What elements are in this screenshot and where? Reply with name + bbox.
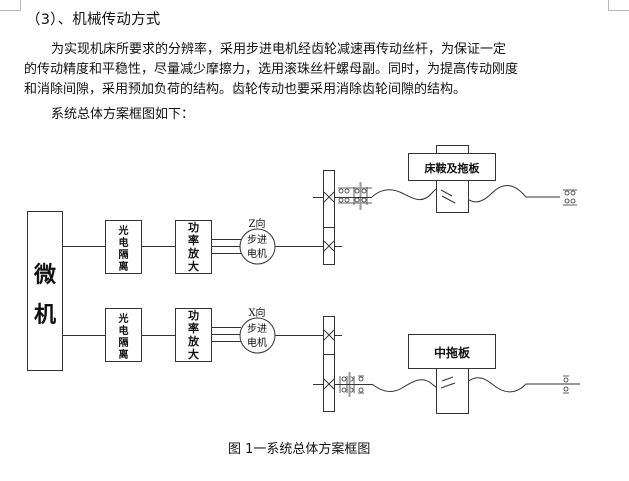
opto-char: 隔 xyxy=(119,249,129,261)
carriage-label: 中拖板 xyxy=(434,345,471,360)
power-amp-block-z: 功 率 放 大 xyxy=(175,220,212,274)
amp-char: 大 xyxy=(188,347,199,361)
power-amp-block-x: 功 率 放 大 xyxy=(175,308,212,362)
paragraph-line: 的传动精度和平稳性，尽量减少摩擦力，选用滚珠丝杆螺母副。同时，为提高传动刚度 xyxy=(24,62,519,77)
carriage-x: 中拖板 xyxy=(408,334,496,414)
amp-char: 放 xyxy=(187,334,200,348)
stepper-motor-x: X向 步进 电机 xyxy=(239,306,276,354)
diagram-intro: 系统总体方案框图如下： xyxy=(51,107,195,122)
carriage-z: 床鞍及拖板 xyxy=(408,145,496,213)
page-corner-mark xyxy=(608,0,629,11)
opto-char: 电 xyxy=(119,236,129,249)
amp-char: 功 xyxy=(188,308,199,322)
paragraph-line: 和消除间隙，采用预加负荷的结构。齿轮传动也要采用消除齿轮间隙的结构。 xyxy=(24,82,467,97)
motor-label: 电机 xyxy=(247,247,267,260)
amp-char: 功 xyxy=(188,220,199,234)
stepper-motor-z: Z向 步进 电机 xyxy=(239,217,276,265)
figure-caption: 图 1一系统总体方案框图 xyxy=(228,442,371,457)
body-paragraph: 为实现机床所要求的分辨率，采用步进电机经齿轮减速再传动丝杆，为保证一定 的传动精… xyxy=(24,40,604,100)
microcomputer-block: 微 机 xyxy=(27,211,63,371)
amp-char: 放 xyxy=(187,246,200,260)
opto-char: 离 xyxy=(119,260,129,273)
opto-char: 电 xyxy=(119,324,129,337)
opto-isolator-block-z: 光 电 隔 离 xyxy=(105,220,142,274)
bearing-z-right xyxy=(563,189,577,206)
gear-pair-z xyxy=(313,170,342,265)
carriage-label: 床鞍及拖板 xyxy=(425,161,481,175)
lead-screw-x xyxy=(371,377,580,393)
bearing-x-right xyxy=(563,375,569,394)
section-heading: （3）、机械传动方式 xyxy=(26,12,161,28)
paragraph-line: 为实现机床所要求的分辨率，采用步进电机经齿轮减速再传动丝杆，为保证一定 xyxy=(51,42,507,57)
bearing-z-left xyxy=(338,182,372,210)
opto-char: 光 xyxy=(118,224,129,237)
lower-channel: 光 电 隔 离 功 率 放 大 X向 步进 电机 xyxy=(62,306,580,414)
motor-label: 电机 xyxy=(247,336,267,349)
opto-char: 光 xyxy=(118,312,129,325)
motor-label: 步进 xyxy=(247,323,267,335)
motor-direction-label: Z向 xyxy=(249,217,266,230)
opto-isolator-block-x: 光 电 隔 离 xyxy=(105,308,142,362)
microcomputer-label-1: 微 xyxy=(33,262,56,288)
opto-char: 离 xyxy=(119,348,129,361)
gear-pair-x xyxy=(313,316,342,412)
microcomputer-label-2: 机 xyxy=(34,302,56,328)
amp-char: 率 xyxy=(188,321,199,335)
motor-direction-label: X向 xyxy=(248,306,265,319)
opto-char: 隔 xyxy=(119,337,129,349)
upper-channel: 光 电 隔 离 功 率 放 大 Z向 步进 电机 xyxy=(62,145,577,274)
motor-label: 步进 xyxy=(247,234,267,246)
amp-char: 率 xyxy=(188,233,199,247)
page-corner-mark xyxy=(0,0,21,11)
amp-char: 大 xyxy=(188,259,199,273)
